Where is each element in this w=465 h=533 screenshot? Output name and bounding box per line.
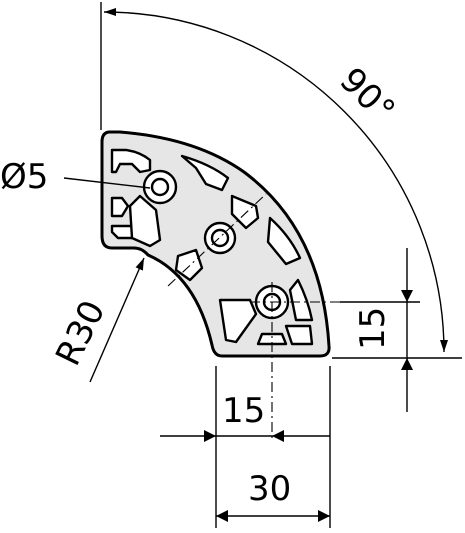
profile-chamber-middle-upper [230,194,260,230]
radius-leader-line [89,257,145,383]
hole-diameter-callout: Ø5 [0,157,151,197]
profile-chamber-bottom-right [284,324,314,346]
horizontal-dimension-30-arrow-right [318,510,330,522]
screw-channel-upper [142,169,178,205]
horizontal-dimension-15: 15 [160,366,330,528]
aluminium-profile [100,130,408,440]
hole-leader-line [63,177,151,189]
horizontal-dimension-30-label: 30 [248,469,291,509]
horizontal-dimension-30-arrow-left [216,510,228,522]
radius-callout: R30 [48,257,145,383]
profile-chamber-middle-lower [174,248,204,282]
vertical-dimension-label: 15 [353,307,393,350]
horizontal-dimension-30: 30 [216,366,331,528]
profile-chamber-right-upper [266,216,302,266]
horizontal-dimension-15-arrow-left [204,430,216,442]
profile-slot-upper-left [110,148,152,174]
horizontal-dimension-15-label: 15 [222,391,265,431]
vertical-dimension-15: 15 [340,248,420,412]
angle-arc [103,8,448,353]
profile-slot-left-top [110,196,130,218]
profile-chamber-top [180,154,230,192]
horizontal-dimension-15-arrow-right [272,430,284,442]
hole-diameter-label: Ø5 [0,157,48,197]
profile-slot-bottom [256,332,288,346]
vertical-dimension-arrow-bottom [401,358,413,370]
screw-channel-middle [203,221,237,255]
diagonal-center-line [167,193,267,287]
angle-label: 90° [332,60,403,131]
profile-chamber-bottom-left [218,298,258,344]
profile-chamber-right-lower [288,278,314,322]
radius-label: R30 [48,294,113,372]
vertical-dimension-arrow-top [401,290,413,302]
profile-chamber-left [128,194,162,248]
